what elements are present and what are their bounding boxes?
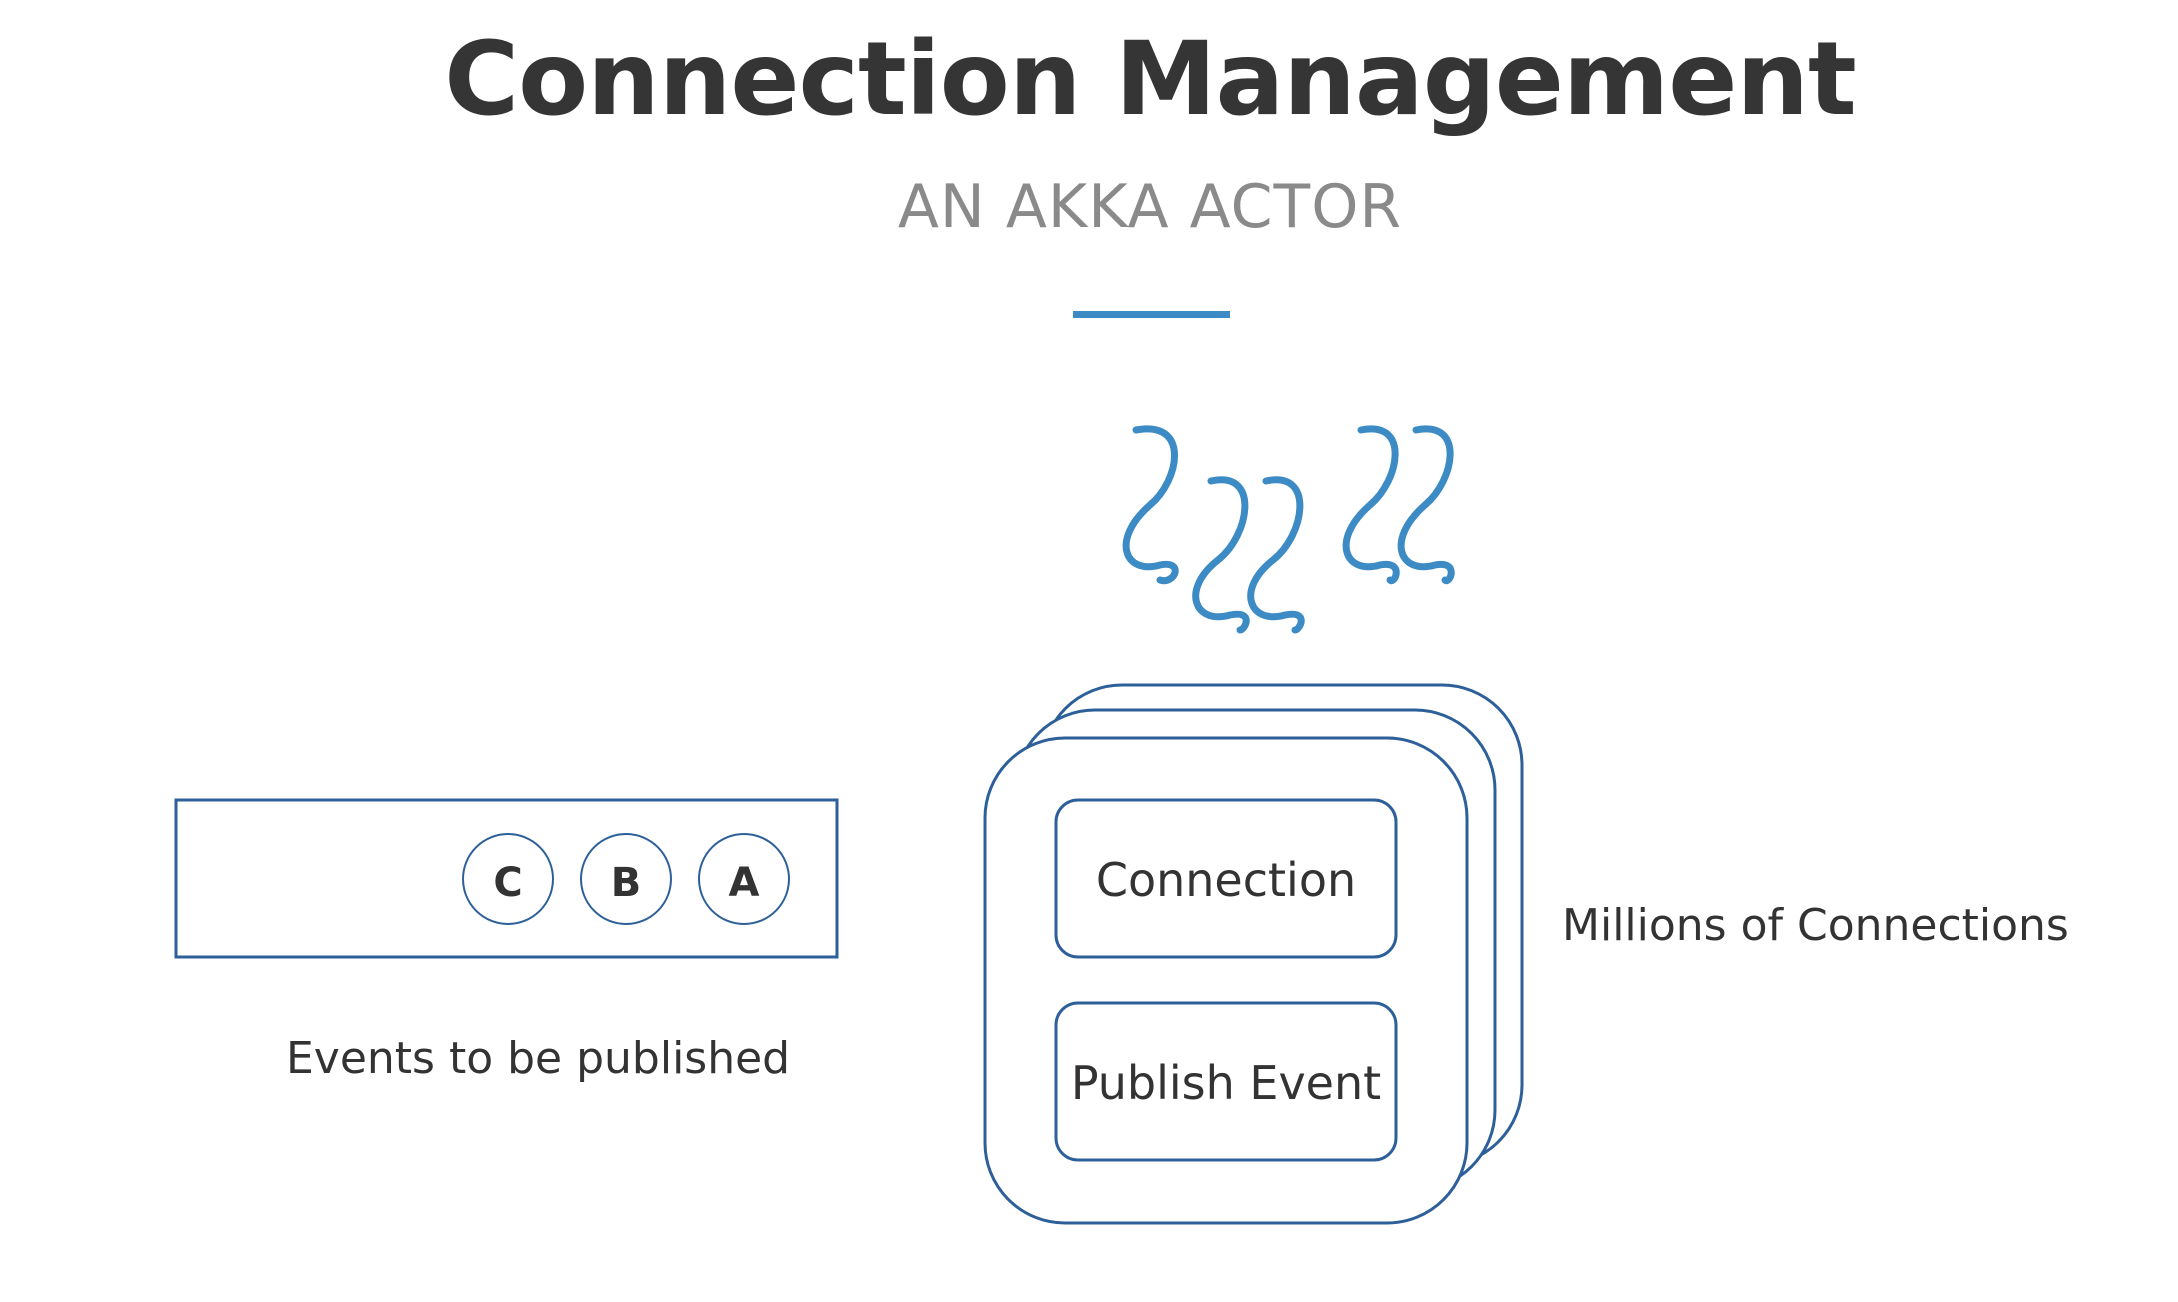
page-subtitle: AN AKKA ACTOR — [897, 172, 1403, 242]
event-queue-box — [174, 798, 839, 959]
event-label: A — [729, 860, 760, 906]
heat-wave-1 — [1122, 425, 1179, 585]
connections-caption: Millions of Connections — [1562, 900, 2069, 951]
heat-wave-3 — [1247, 476, 1305, 634]
connection-label: Connection — [1096, 853, 1356, 907]
event-circle: A — [698, 833, 790, 925]
events-caption: Events to be published — [286, 1033, 791, 1084]
heat-wave-5 — [1397, 425, 1455, 585]
connection-box — [1054, 798, 1398, 959]
heat-waves-icon — [1122, 425, 1455, 634]
actor-stack — [983, 683, 1524, 1225]
page-title: Connection Management — [444, 20, 1857, 139]
heat-wave-2 — [1192, 476, 1250, 634]
event-queue: C B A — [174, 798, 839, 959]
heat-wave-4 — [1342, 425, 1400, 585]
publish-event-label: Publish Event — [1071, 1056, 1381, 1110]
title-divider — [1073, 311, 1230, 318]
event-label: C — [493, 860, 522, 906]
event-label: B — [611, 860, 642, 906]
event-circle: B — [580, 833, 672, 925]
publish-event-box — [1054, 1001, 1398, 1162]
event-circle: C — [462, 833, 554, 925]
